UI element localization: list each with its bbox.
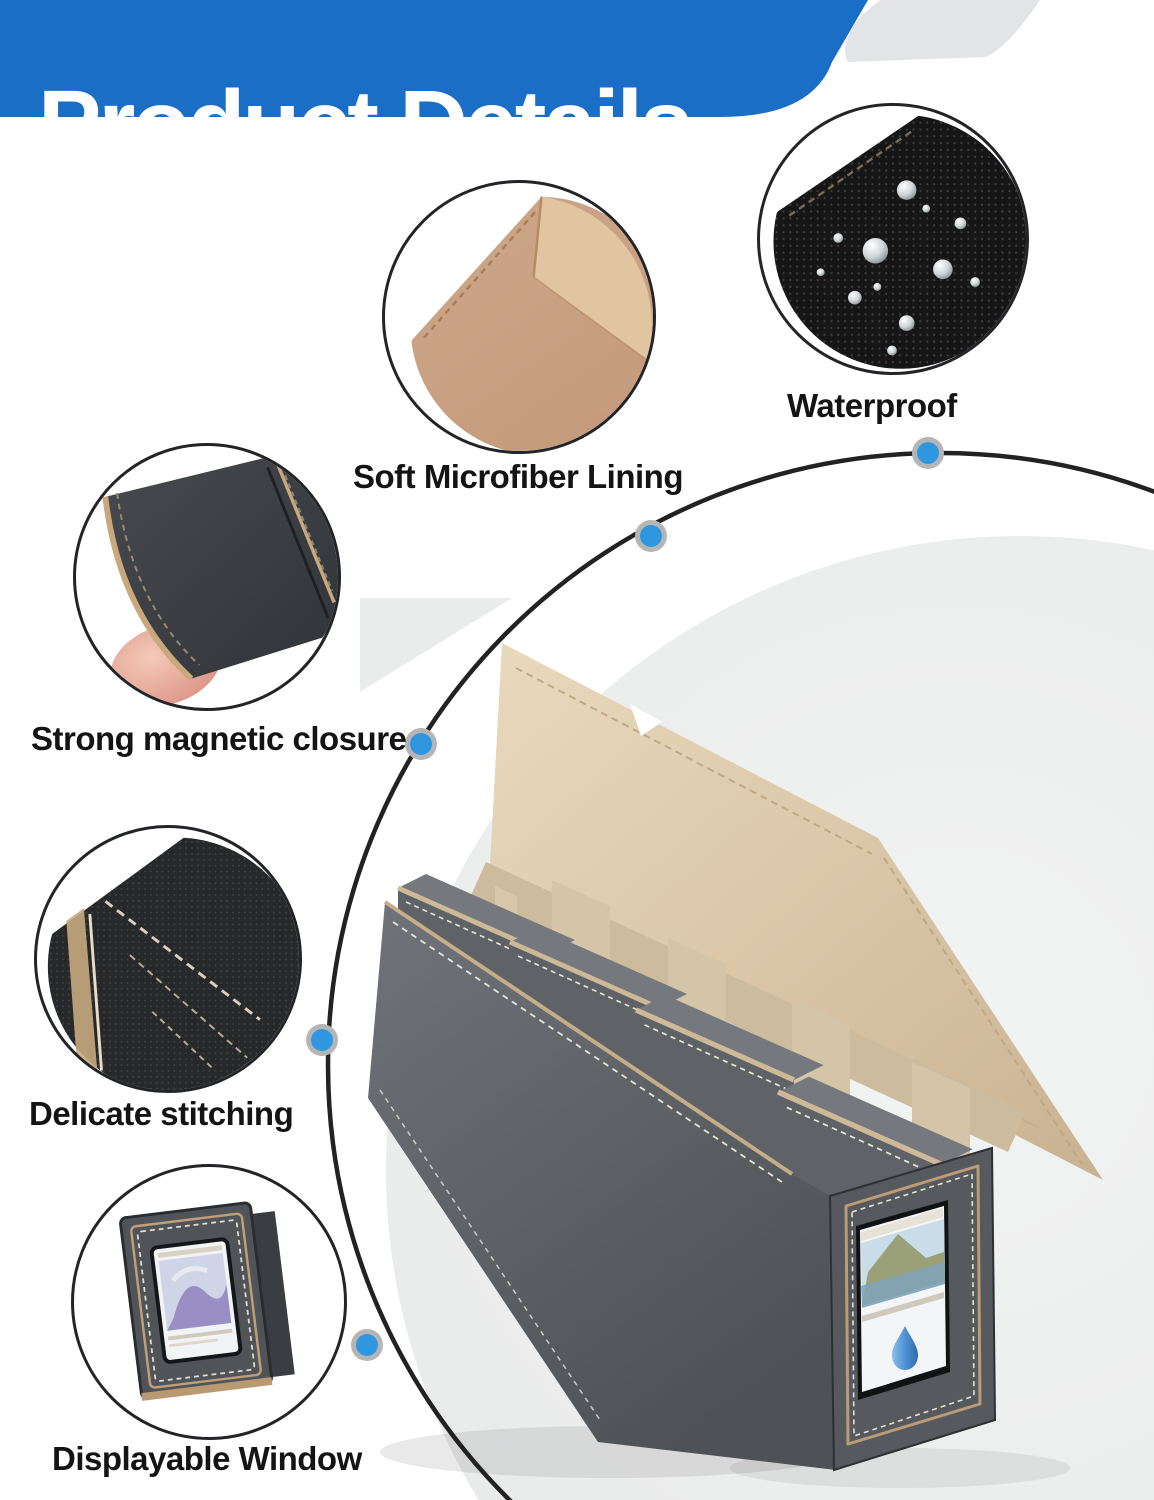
orbit-dot bbox=[405, 728, 437, 760]
background-wedge bbox=[360, 598, 512, 692]
water-drop-icon bbox=[892, 1326, 918, 1370]
page-title: Product Details bbox=[38, 70, 693, 177]
lid-notch bbox=[630, 704, 662, 736]
microfiber-lining-photo bbox=[382, 180, 656, 454]
box-front-face bbox=[368, 900, 836, 1470]
stitching-label: Delicate stitching bbox=[29, 1095, 294, 1132]
mini-deck-box bbox=[119, 1201, 295, 1401]
box-end-panel bbox=[828, 1146, 997, 1472]
island-card bbox=[860, 1206, 946, 1392]
title-banner bbox=[0, 0, 868, 117]
microfiber-label: Soft Microfiber Lining bbox=[353, 458, 683, 495]
orbit-dot bbox=[912, 437, 944, 469]
waterproof-photo bbox=[757, 103, 1029, 375]
display-window bbox=[856, 1200, 950, 1400]
display-window-label: Displayable Window bbox=[52, 1440, 362, 1477]
waterproof-label: Waterproof bbox=[787, 387, 957, 424]
orbit-dot bbox=[306, 1024, 338, 1056]
magnetic-closure-photo bbox=[73, 443, 341, 711]
orbit-dots bbox=[306, 437, 944, 1361]
product-photo bbox=[368, 643, 1103, 1472]
mini-card bbox=[153, 1241, 239, 1360]
orbit-dot bbox=[635, 520, 667, 552]
stitching-photo bbox=[34, 825, 302, 1093]
corner-band bbox=[844, 0, 1040, 62]
orbit-dot bbox=[351, 1329, 383, 1361]
display-window-photo bbox=[71, 1164, 347, 1440]
magnetic-closure-label: Strong magnetic closure bbox=[31, 720, 407, 757]
water-droplets bbox=[816, 180, 981, 356]
